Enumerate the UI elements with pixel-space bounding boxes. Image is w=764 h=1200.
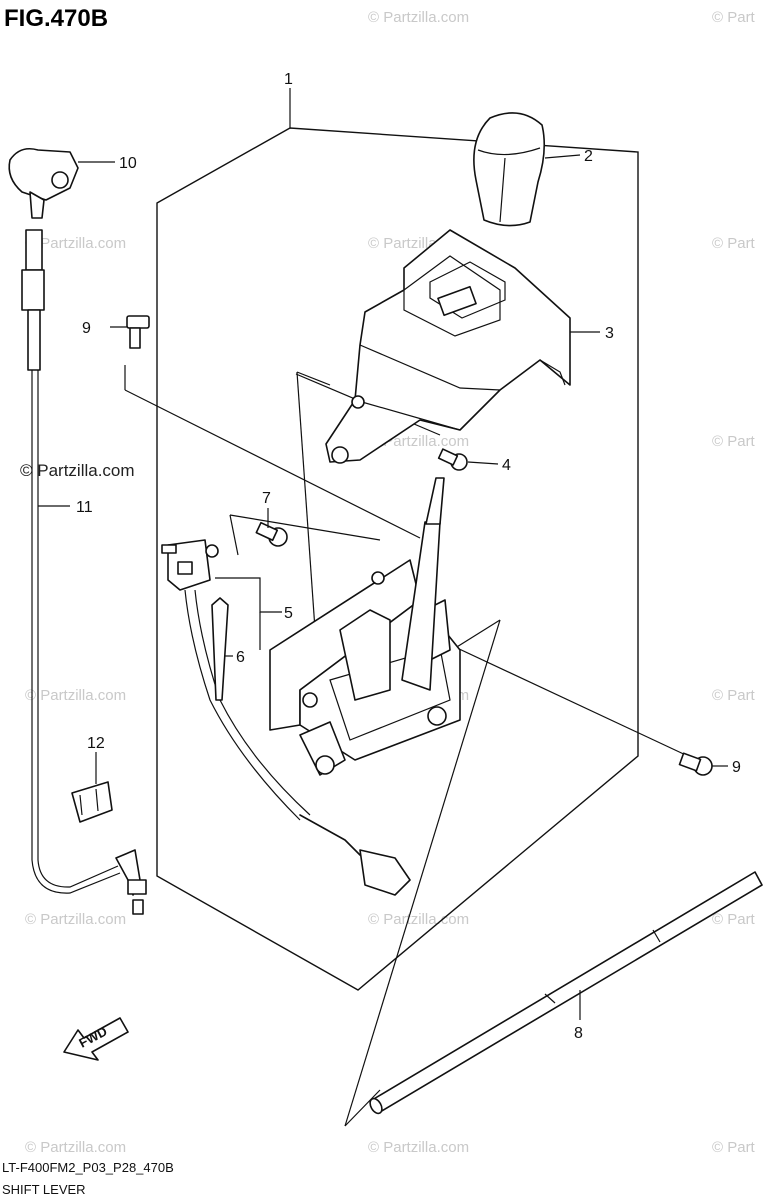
watermark: © Partzilla.com	[25, 235, 126, 252]
callout-1: 1	[284, 71, 293, 88]
watermark: © Partzilla.com	[368, 1139, 469, 1156]
watermark-featured: © Partzilla.com	[20, 461, 135, 480]
sensor	[8, 147, 79, 219]
callout-8: 8	[574, 1025, 583, 1042]
callout-9-lower: 9	[732, 759, 741, 776]
bolt-part-4	[437, 448, 468, 471]
cable	[21, 229, 147, 915]
callout-9-upper: 9	[82, 320, 91, 337]
watermark: © Part	[712, 687, 756, 704]
watermark: © Partzilla.com	[25, 1139, 126, 1156]
bolt-part-9-lower	[678, 752, 713, 776]
callout-4: 4	[502, 457, 511, 474]
bolt-part-9-upper	[126, 315, 150, 349]
watermark: © Partzilla.com	[368, 911, 469, 928]
callout-11: 11	[76, 499, 93, 516]
callout-12: 12	[87, 735, 105, 752]
reference-lines	[124, 365, 691, 1127]
diagram-code: LT-F400FM2_P03_P28_470B	[2, 1160, 174, 1175]
shift-gate-cover	[325, 229, 571, 464]
clamp	[71, 781, 113, 823]
watermark: © Part	[712, 235, 756, 252]
shift-rod	[369, 871, 763, 1115]
callout-6: 6	[236, 649, 245, 666]
watermark: © Partzilla.com	[25, 911, 126, 928]
leader-lines	[38, 88, 728, 1020]
callout-3: 3	[605, 325, 614, 342]
watermark: © Part	[712, 1139, 756, 1156]
watermark: © Part	[712, 911, 756, 928]
callout-5: 5	[284, 605, 293, 622]
fwd-arrow-icon: FWD	[63, 1017, 129, 1061]
watermark: © Part	[712, 433, 756, 450]
bolt-part-7	[255, 521, 288, 547]
figure-title: FIG.470B	[4, 5, 108, 32]
callout-10: 10	[119, 155, 137, 172]
diagram-caption: SHIFT LEVER	[2, 1182, 86, 1197]
cable-tie	[211, 597, 229, 701]
shift-knob	[473, 112, 546, 227]
callout-2: 2	[584, 148, 593, 165]
callout-7: 7	[262, 490, 271, 507]
watermark: © Part	[712, 9, 756, 26]
watermark: © Partzilla.com	[25, 687, 126, 704]
callouts: 1 2 3 4 5 6 7 8 9 9 10 11 12	[76, 71, 741, 1042]
watermark: © Partzilla.com	[368, 9, 469, 26]
shift-lever-assembly	[269, 477, 461, 776]
neutral-switch	[161, 539, 411, 896]
